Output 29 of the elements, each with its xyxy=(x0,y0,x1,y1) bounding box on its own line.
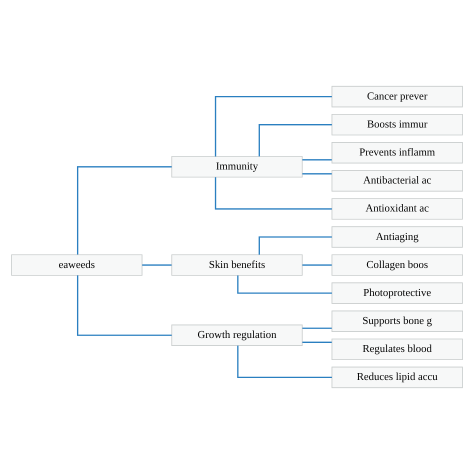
connector xyxy=(302,159,332,160)
node-box: Collagen boos xyxy=(332,254,463,276)
node-box: Boosts immur xyxy=(332,114,463,136)
connector xyxy=(142,264,172,266)
node-box: Antibacterial ac xyxy=(332,170,463,192)
connector xyxy=(302,264,332,266)
node-box: Reduces lipid accu xyxy=(332,366,463,388)
node-box: Antioxidant ac xyxy=(332,198,463,220)
connector xyxy=(302,328,332,329)
node-box: Growth regulation xyxy=(171,324,303,346)
node-box: Photoprotective xyxy=(332,282,463,304)
node-box: Supports bone g xyxy=(332,310,463,332)
node-box: eaweeds xyxy=(11,254,142,276)
node-box: Cancer prever xyxy=(332,86,463,108)
connector xyxy=(214,96,332,156)
connector xyxy=(237,276,332,294)
connector xyxy=(76,275,172,336)
node-box: Immunity xyxy=(171,156,303,178)
connector xyxy=(214,177,332,210)
connector xyxy=(302,342,332,343)
connector xyxy=(237,346,332,378)
connector xyxy=(258,236,332,255)
node-box: Antiaging xyxy=(332,226,463,248)
connector xyxy=(258,124,332,156)
node-box: Prevents inflamm xyxy=(332,142,463,164)
node-box: Skin benefits xyxy=(171,254,303,276)
node-box: Regulates blood xyxy=(332,338,463,360)
connector xyxy=(76,166,172,255)
connector xyxy=(302,173,332,174)
